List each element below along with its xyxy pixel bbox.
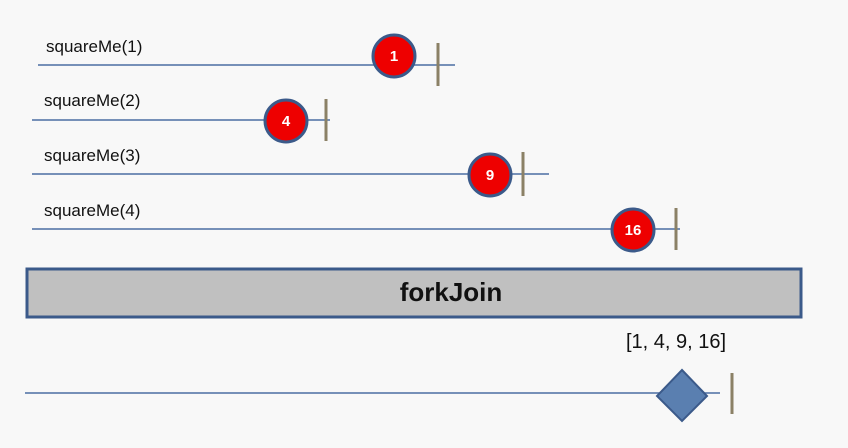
marble-value: 1 <box>390 48 398 65</box>
value-marble <box>371 33 417 79</box>
value-marble <box>610 207 656 253</box>
stream-label: squareMe(2) <box>44 91 140 110</box>
stream-squareme-2: squareMe(2) 4 <box>32 91 330 144</box>
result-stream: [1, 4, 9, 16] <box>25 331 734 423</box>
result-label: [1, 4, 9, 16] <box>626 331 726 353</box>
stream-squareme-3: squareMe(3) 9 <box>32 146 549 198</box>
stream-squareme-1: squareMe(1) 1 <box>38 33 455 86</box>
operator-label: forkJoin <box>400 277 503 307</box>
stream-squareme-4: squareMe(4) 16 <box>32 201 680 253</box>
stream-label: squareMe(4) <box>44 201 140 220</box>
result-diamond <box>655 368 709 423</box>
value-marble <box>263 98 309 144</box>
value-marble <box>467 152 513 198</box>
stream-label: squareMe(3) <box>44 146 140 165</box>
marble-value: 4 <box>282 113 291 130</box>
marble-value: 9 <box>486 167 494 184</box>
operator-box: forkJoin <box>25 267 803 319</box>
marble-value: 16 <box>625 222 642 239</box>
operator-rect <box>25 267 803 319</box>
stream-label: squareMe(1) <box>46 37 142 56</box>
